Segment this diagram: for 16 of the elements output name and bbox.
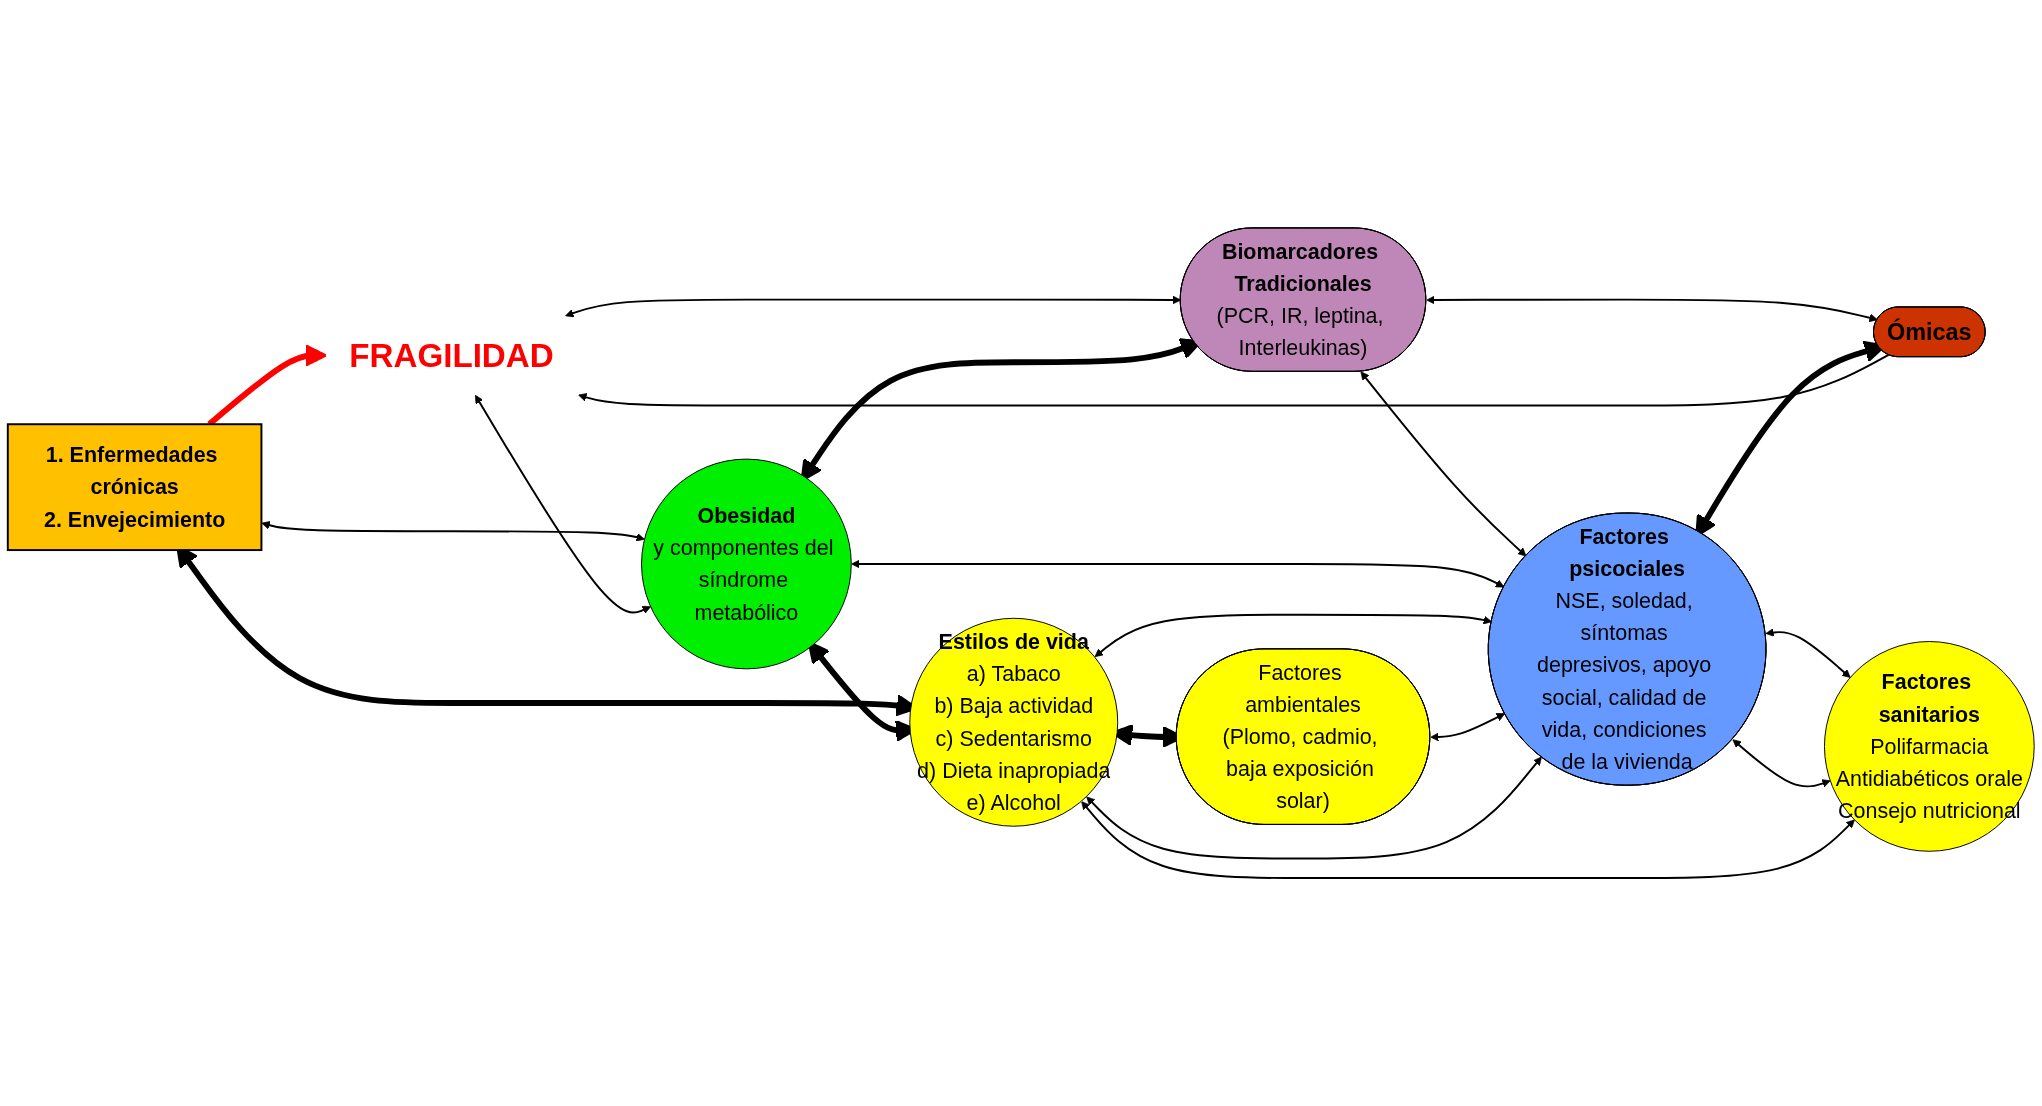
node-text: FRAGILIDAD	[349, 336, 554, 374]
node-circle: Obesidad y componentes del síndrome metabólico	[641, 458, 852, 670]
arrow	[1360, 371, 1527, 557]
arrow	[1086, 756, 1542, 860]
arrow	[578, 353, 1890, 407]
node-box: 1. Enfermedades crónicas 2. Envejecimiento	[6, 423, 263, 552]
arrow	[1732, 739, 1831, 788]
arrow	[1094, 613, 1493, 658]
arrow	[1765, 628, 1851, 678]
arrow	[474, 394, 651, 614]
arrow	[1430, 713, 1506, 742]
arrow	[1081, 801, 1855, 880]
arrow	[261, 521, 645, 542]
arrow	[565, 295, 1182, 318]
arrow	[851, 559, 1505, 588]
arrow	[1426, 295, 1878, 323]
